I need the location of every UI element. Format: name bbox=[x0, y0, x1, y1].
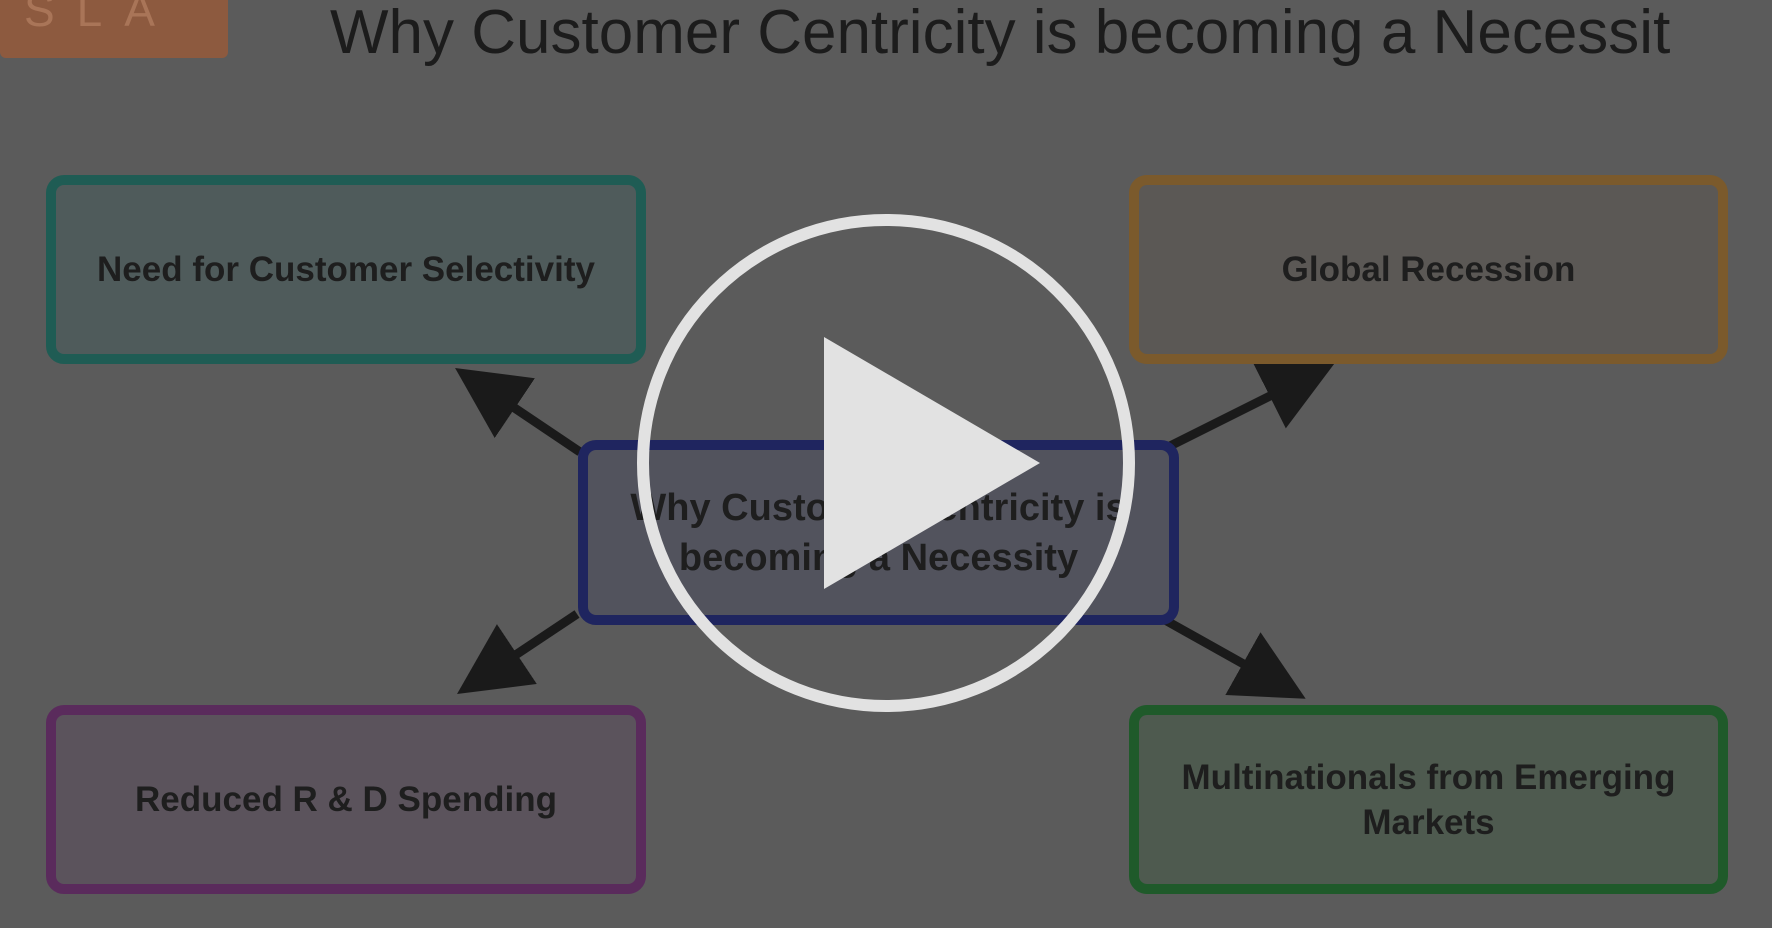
sla-logo: SLA bbox=[0, 0, 228, 58]
play-icon bbox=[637, 214, 1135, 712]
arrow-to-bottom-left bbox=[457, 610, 580, 694]
box-global-recession: Global Recession bbox=[1129, 175, 1728, 364]
box-multinationals-line1: Multinationals from Emerging bbox=[1181, 757, 1676, 797]
arrow-to-bottom-right bbox=[1162, 616, 1306, 699]
box-global-recession-label: Global Recession bbox=[1281, 249, 1576, 289]
box-multinationals-emerging-markets: Multinationals from Emerging Markets bbox=[1129, 705, 1728, 894]
arrow-to-top-left bbox=[455, 367, 583, 456]
box-customer-selectivity-label: Need for Customer Selectivity bbox=[97, 249, 595, 289]
slide-title: Why Customer Centricity is becoming a Ne… bbox=[330, 0, 1671, 67]
box-reduced-rd-spending: Reduced R & D Spending bbox=[46, 705, 646, 894]
arrow-to-top-right bbox=[1165, 363, 1335, 452]
play-button[interactable] bbox=[636, 213, 1136, 713]
box-customer-selectivity: Need for Customer Selectivity bbox=[46, 175, 646, 364]
box-reduced-rd-spending-label: Reduced R & D Spending bbox=[135, 779, 557, 819]
box-multinationals-line2: Markets bbox=[1362, 802, 1495, 842]
